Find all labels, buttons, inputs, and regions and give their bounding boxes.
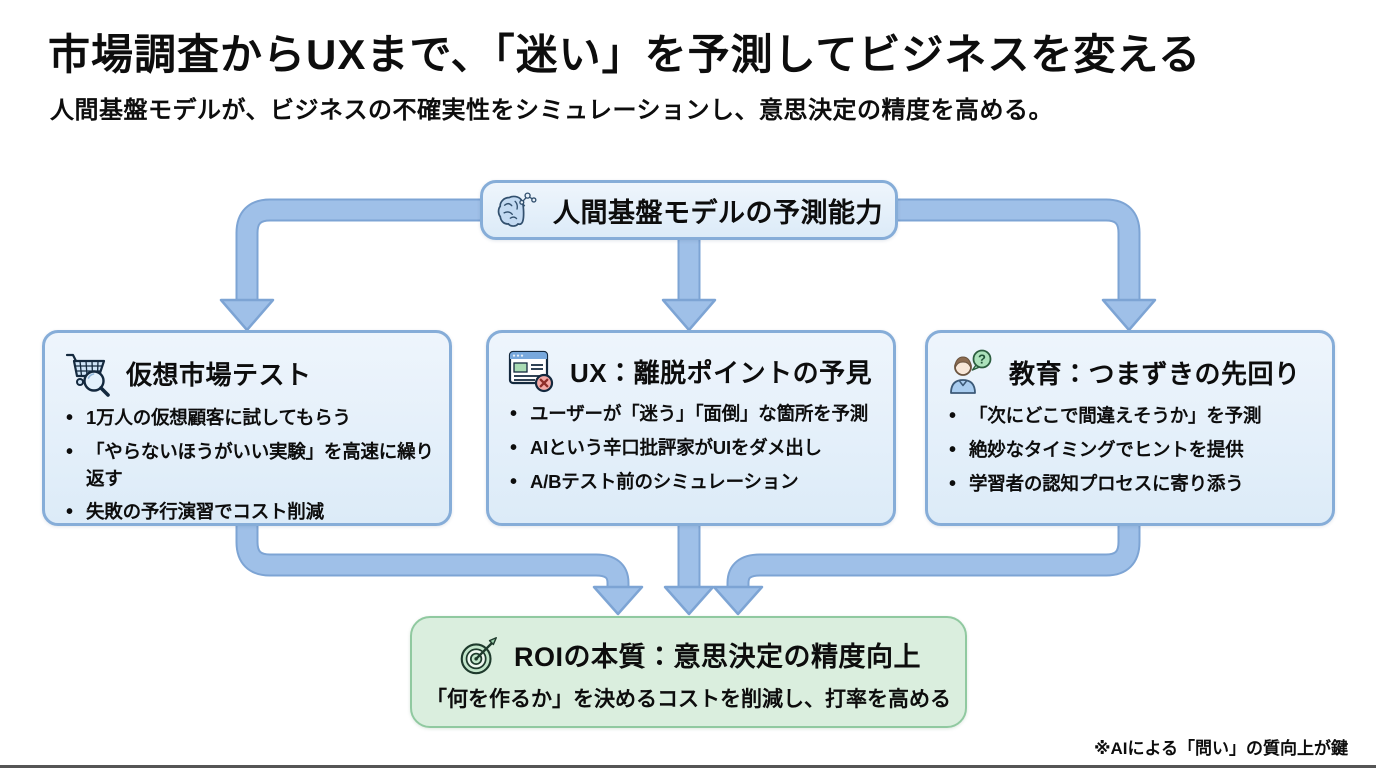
card-header: UX：離脱ポイントの予見 — [508, 349, 880, 393]
result-subtitle: 「何を作るか」を決めるコストを削減し、打率を高める — [426, 687, 951, 711]
root-node-box: 人間基盤モデルの予測能力 — [480, 180, 898, 240]
bullet-list: 1万人の仮想顧客に試してもらう 「やらないほうがいい実験」を高速に繰り返す 失敗… — [60, 404, 436, 527]
bullet-list: 「次にどこで間違えそうか」を予測 絶妙なタイミングでヒントを提供 学習者の認知プ… — [943, 402, 1319, 499]
result-box: ROIの本質：意思決定の精度向上 「何を作るか」を決めるコストを削減し、打率を高… — [410, 616, 967, 728]
card-ux-churn-prediction: UX：離脱ポイントの予見 ユーザーが「迷う」「面倒」な箇所を予測 AIという辛口… — [486, 330, 896, 526]
bottom-edge-strip — [0, 765, 1376, 768]
header: 市場調査からUXまで、「迷い」を予測してビジネスを変える 人間基盤モデルが、ビジ… — [48, 30, 1348, 125]
page-title: 市場調査からUXまで、「迷い」を予測してビジネスを変える — [48, 31, 1202, 78]
arrow-top-right — [888, 198, 1141, 302]
target-dart-icon — [460, 636, 497, 674]
card-title: 仮想市場テスト — [126, 359, 312, 390]
student-question-icon: ? — [950, 349, 992, 394]
bullet-list: ユーザーが「迷う」「面倒」な箇所を予測 AIという辛口批評家がUIをダメ出し A… — [504, 400, 880, 497]
footnote: ※AIによる「問い」の質向上が鍵 — [1093, 739, 1348, 758]
card-header: 仮想市場テスト — [64, 349, 436, 397]
bullet-item: AIという辛口批評家がUIをダメ出し — [504, 434, 880, 463]
shopping-cart-magnifier-icon — [65, 353, 110, 397]
bullet-item: 1万人の仮想顧客に試してもらう — [60, 404, 436, 433]
card-education-anticipation: ? 教育：つまずきの先回り 「次にどこで間違えそうか」を予測 絶妙なタイミングで… — [925, 330, 1335, 526]
browser-error-icon — [508, 350, 554, 393]
card-title: UX：離脱ポイントの予見 — [570, 357, 873, 388]
arrowhead-top-left — [219, 298, 275, 332]
result-header: ROIの本質：意思決定の精度向上 — [456, 632, 921, 678]
bullet-item: 「次にどこで間違えそうか」を予測 — [943, 402, 1319, 431]
arrow-top-left — [235, 198, 490, 302]
arrowhead-top-right — [1101, 298, 1157, 332]
root-node-label: 人間基盤モデルの予測能力 — [553, 197, 883, 228]
arrowhead-bottom-center — [663, 585, 715, 616]
card-virtual-market-test: 仮想市場テスト 1万人の仮想顧客に試してもらう 「やらないほうがいい実験」を高速… — [42, 330, 452, 527]
bullet-item: A/Bテスト前のシミュレーション — [504, 468, 880, 497]
question-mark: ? — [978, 352, 986, 367]
arrowhead-top-center — [661, 298, 717, 332]
card-title: 教育：つまずきの先回り — [1009, 358, 1301, 389]
bullet-item: 失敗の予行演習でコスト削減 — [60, 498, 436, 527]
brain-network-icon — [497, 192, 537, 227]
bullet-item: ユーザーが「迷う」「面倒」な箇所を予測 — [504, 400, 880, 429]
bullet-item: 学習者の認知プロセスに寄り添う — [943, 470, 1319, 499]
card-header: ? 教育：つまずきの先回り — [947, 349, 1319, 395]
arrowhead-bottom-left — [592, 585, 644, 616]
bullet-item: 絶妙なタイミングでヒントを提供 — [943, 436, 1319, 465]
result-title: ROIの本質：意思決定の精度向上 — [513, 642, 921, 672]
bullet-item: 「やらないほうがいい実験」を高速に繰り返す — [60, 438, 436, 493]
arrowhead-bottom-right — [712, 585, 764, 616]
page-subtitle: 人間基盤モデルが、ビジネスの不確実性をシミュレーションし、意思決定の精度を高める… — [50, 97, 1054, 125]
